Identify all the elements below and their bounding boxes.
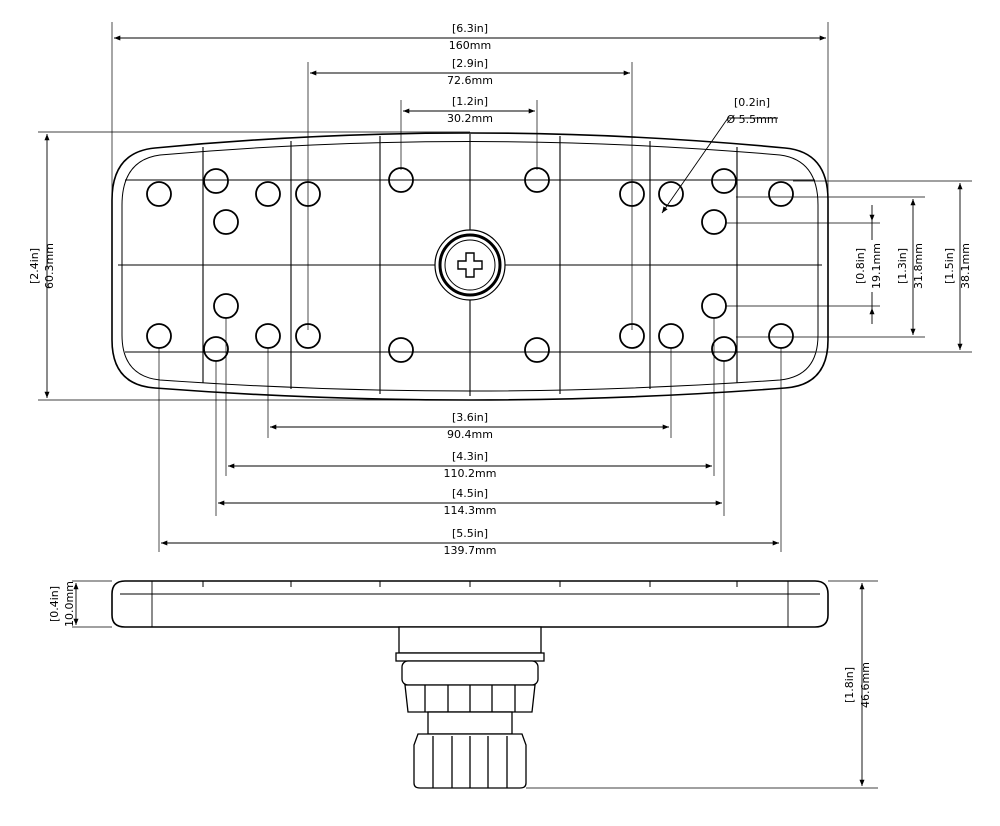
dim-mm: 90.4mm — [447, 428, 493, 441]
mount-knob — [395, 626, 545, 789]
dim-mm: 19.1mm — [870, 243, 883, 289]
top-view: [6.3in] 160mm [2.9in] 72.6mm [1.2in] 30.… — [28, 22, 972, 557]
dim-mm: 60.3mm — [43, 243, 56, 289]
mounting-hole — [524, 337, 550, 363]
dim-inch: [4.3in] — [452, 450, 488, 463]
dim-mm: 30.2mm — [447, 112, 493, 125]
mounting-hole — [701, 293, 727, 319]
vertical-dimension-labels: [2.4in] 60.3mm [0.8in] 19.1mm [1.3in] 31… — [28, 243, 972, 289]
dim-inch: [1.3in] — [896, 248, 909, 284]
mounting-hole — [701, 209, 727, 235]
dim-inch: [2.9in] — [452, 57, 488, 70]
mounting-hole — [711, 168, 737, 194]
mounting-hole — [146, 323, 172, 349]
plate-outline-inner — [121, 141, 819, 392]
mounting-hole — [711, 336, 737, 362]
dim-inch: [0.2in] — [734, 96, 770, 109]
dim-inch: [6.3in] — [452, 22, 488, 35]
mounting-holes — [146, 167, 794, 363]
dim-mm: 114.3mm — [444, 504, 497, 517]
mounting-hole — [203, 168, 229, 194]
dim-mm: 139.7mm — [444, 544, 497, 557]
plate-outline-outer — [111, 132, 829, 401]
dimension-lines — [44, 35, 963, 546]
mounting-hole — [658, 323, 684, 349]
mounting-hole — [203, 336, 229, 362]
dim-inch: [1.5in] — [943, 248, 956, 284]
mounting-hole — [768, 181, 794, 207]
dim-mm: Ø 5.5mm — [726, 113, 777, 126]
mounting-hole — [388, 337, 414, 363]
dim-inch: [1.8in] — [843, 667, 856, 703]
mounting-hole — [213, 293, 239, 319]
mounting-hole — [255, 181, 281, 207]
dim-inch: [3.6in] — [452, 411, 488, 424]
mounting-hole — [213, 209, 239, 235]
center-screw-icon — [434, 229, 506, 301]
dim-mm: 46.6mm — [859, 662, 872, 708]
dim-inch: [4.5in] — [452, 487, 488, 500]
dim-mm: 38.1mm — [959, 243, 972, 289]
dim-inch: [0.8in] — [854, 248, 867, 284]
dim-inch: [1.2in] — [452, 95, 488, 108]
mounting-hole — [255, 323, 281, 349]
side-view: [0.4in] 10.0mm [1.8in] 46.6mm — [48, 580, 878, 789]
mounting-hole — [768, 323, 794, 349]
dim-inch: [2.4in] — [28, 248, 41, 284]
side-plate — [111, 580, 829, 628]
dim-mm: 110.2mm — [444, 467, 497, 480]
dim-mm: 72.6mm — [447, 74, 493, 87]
dim-mm: 10.0mm — [63, 581, 76, 627]
dim-mm: 160mm — [449, 39, 491, 52]
dim-mm: 31.8mm — [912, 243, 925, 289]
extension-lines — [38, 22, 972, 552]
dim-inch: [5.5in] — [452, 527, 488, 540]
mounting-hole — [658, 181, 684, 207]
mounting-hole — [146, 181, 172, 207]
dim-inch: [0.4in] — [48, 586, 61, 622]
dimension-labels: [6.3in] 160mm [2.9in] 72.6mm [1.2in] 30.… — [444, 22, 778, 557]
